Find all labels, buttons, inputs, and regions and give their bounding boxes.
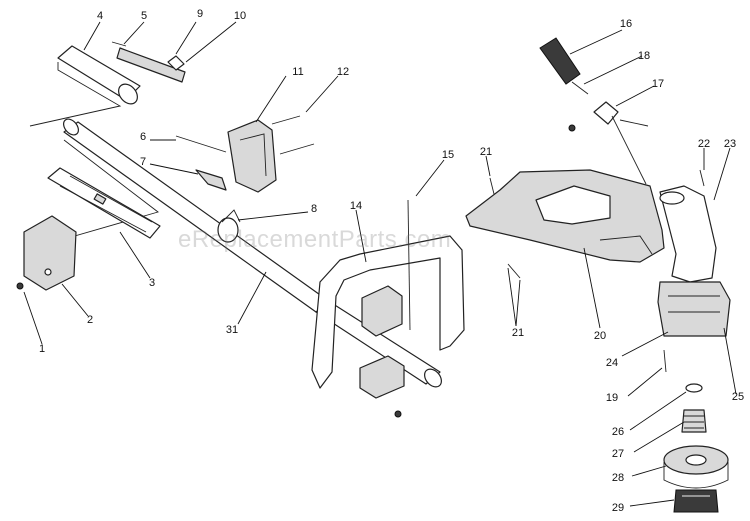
- grip-rod: [571, 81, 589, 95]
- line-spool: [663, 445, 729, 489]
- callout-14: 14: [350, 200, 362, 212]
- washer: [685, 383, 703, 393]
- callout-21-bottom: 21: [512, 327, 524, 339]
- cover-plate: [23, 215, 77, 291]
- callout-26: 26: [612, 426, 624, 438]
- callout-17: 17: [652, 78, 664, 90]
- callout-20: 20: [594, 330, 606, 342]
- reference-plane-lower: [39, 139, 159, 247]
- bent-tube: [611, 115, 647, 185]
- shaft-clip: [111, 41, 186, 83]
- callout-18: 18: [638, 50, 650, 62]
- callout-6: 6: [140, 131, 146, 143]
- callout-8: 8: [311, 203, 317, 215]
- callout-7: 7: [140, 156, 146, 168]
- callout-2: 2: [87, 314, 93, 326]
- gear-head: [659, 185, 717, 283]
- switch-housing: [47, 167, 161, 239]
- shaft-end: [424, 368, 442, 388]
- grip-handle: [539, 37, 581, 85]
- callout-19: 19: [606, 392, 618, 404]
- guard-screw-top: [489, 177, 495, 195]
- callout-29: 29: [612, 502, 624, 514]
- grass-guard: [465, 169, 665, 263]
- head-screw: [699, 169, 705, 187]
- leader-lines: [23, 21, 737, 507]
- callout-10: 10: [234, 10, 246, 22]
- callout-1: 1: [39, 343, 45, 355]
- callout-24: 24: [606, 357, 618, 369]
- bump-knob: [673, 489, 719, 513]
- trigger-housing: [227, 119, 277, 193]
- loop-handle: [311, 235, 465, 399]
- screw-lower: [279, 143, 315, 155]
- callout-4: 4: [97, 10, 103, 22]
- callout-23: 23: [724, 138, 736, 150]
- callout-12: 12: [337, 66, 349, 78]
- callout-11: 11: [292, 66, 303, 78]
- nut: [16, 282, 24, 290]
- spring-clip: [217, 209, 241, 243]
- reference-plane: [29, 62, 122, 127]
- callout-27: 27: [612, 448, 624, 460]
- callout-25: 25: [732, 391, 744, 403]
- spring: [681, 409, 707, 433]
- handle-bolt: [407, 199, 411, 331]
- callout-31: 31: [226, 324, 238, 336]
- callout-9: 9: [197, 8, 203, 20]
- callout-3: 3: [149, 277, 155, 289]
- guard-screw-bottom: [507, 263, 521, 279]
- callouts: 1 2 3 4 5 6 7 8 9 10 11 12 14 15 16 17 1…: [39, 8, 744, 514]
- callout-21-top: 21: [480, 146, 492, 158]
- spool-housing: [657, 281, 731, 337]
- handle-nut: [394, 410, 402, 418]
- throttle-trigger: [195, 169, 227, 191]
- screw-upper: [271, 115, 301, 125]
- callout-5: 5: [141, 10, 147, 22]
- callout-16: 16: [620, 18, 632, 30]
- callout-15: 15: [442, 149, 454, 161]
- callout-28: 28: [612, 472, 624, 484]
- callout-22: 22: [698, 138, 710, 150]
- clamp: [568, 101, 649, 132]
- throttle-cable: [175, 135, 227, 153]
- spool-screw: [663, 349, 667, 373]
- shaft-tube-upper: [57, 45, 141, 105]
